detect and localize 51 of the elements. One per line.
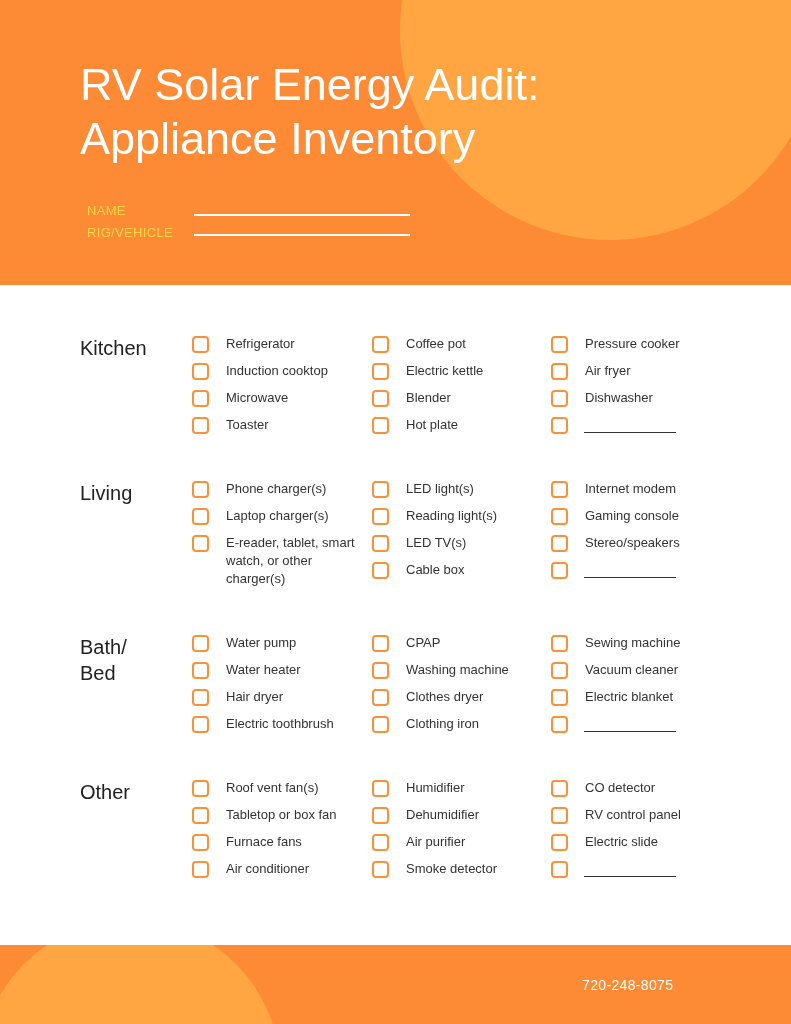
item-label: E-reader, tablet, smart watch, or other charger(s) — [226, 534, 356, 588]
item-label: Smoke detector — [406, 860, 499, 878]
item-label: Cable box — [406, 561, 466, 579]
item-label: LED TV(s) — [406, 534, 468, 552]
item-label: Stereo/speakers — [585, 534, 681, 552]
item-label: Reading light(s) — [406, 507, 499, 525]
field-label: NAME — [87, 202, 126, 220]
item-label: Pressure cooker — [585, 335, 681, 353]
item-label: Tabletop or box fan — [226, 806, 338, 824]
item-label: Microwave — [226, 389, 290, 407]
item-label: Vacuum cleaner — [585, 661, 679, 679]
field-label: RIG/VEHICLE — [87, 224, 173, 242]
item-label: Sewing machine — [585, 634, 682, 652]
item-label: Hot plate — [406, 416, 460, 434]
item-label: Dishwasher — [585, 389, 654, 407]
item-label: Furnace fans — [226, 833, 303, 851]
item-label: Air purifier — [406, 833, 467, 851]
item-label: Roof vent fan(s) — [226, 779, 320, 797]
title: RV Solar Energy Audit: Appliance Inventory — [80, 58, 541, 166]
item-label: Coffee pot — [406, 335, 467, 353]
item-label: Humidifier — [406, 779, 466, 797]
item-label: Air conditioner — [226, 860, 311, 878]
item-label: Induction cooktop — [226, 362, 329, 380]
item-label: Water pump — [226, 634, 298, 652]
item-label: Hair dryer — [226, 688, 285, 706]
item-label: Refrigerator — [226, 335, 296, 353]
item-label: Electric blanket — [585, 688, 675, 706]
item-label: Electric kettle — [406, 362, 485, 380]
item-label: CPAP — [406, 634, 442, 652]
item-label: LED light(s) — [406, 480, 475, 498]
section-heading: Kitchen — [80, 336, 144, 361]
item-label: Phone charger(s) — [226, 480, 328, 498]
item-label: Air fryer — [585, 362, 632, 380]
item-label: Washing machine — [406, 661, 510, 679]
section-heading: Other — [80, 780, 132, 805]
item-label: RV control panel — [585, 806, 682, 824]
section-heading: Living — [80, 481, 134, 506]
item-label: Dehumidifier — [406, 806, 480, 824]
phone-number: 720-248-8075 — [582, 976, 674, 995]
item-label: Clothes dryer — [406, 688, 485, 706]
item-label: CO detector — [585, 779, 657, 797]
item-label: Laptop charger(s) — [226, 507, 330, 525]
item-label: Toaster — [226, 416, 270, 434]
section-heading: Bath/ Bed — [80, 635, 128, 686]
item-label: Blender — [406, 389, 452, 407]
item-label: Electric slide — [585, 833, 659, 851]
item-label: Clothing iron — [406, 715, 480, 733]
item-label: Water heater — [226, 661, 302, 679]
item-label: Gaming console — [585, 507, 680, 525]
item-label: Internet modem — [585, 480, 678, 498]
item-label: Electric toothbrush — [226, 715, 335, 733]
